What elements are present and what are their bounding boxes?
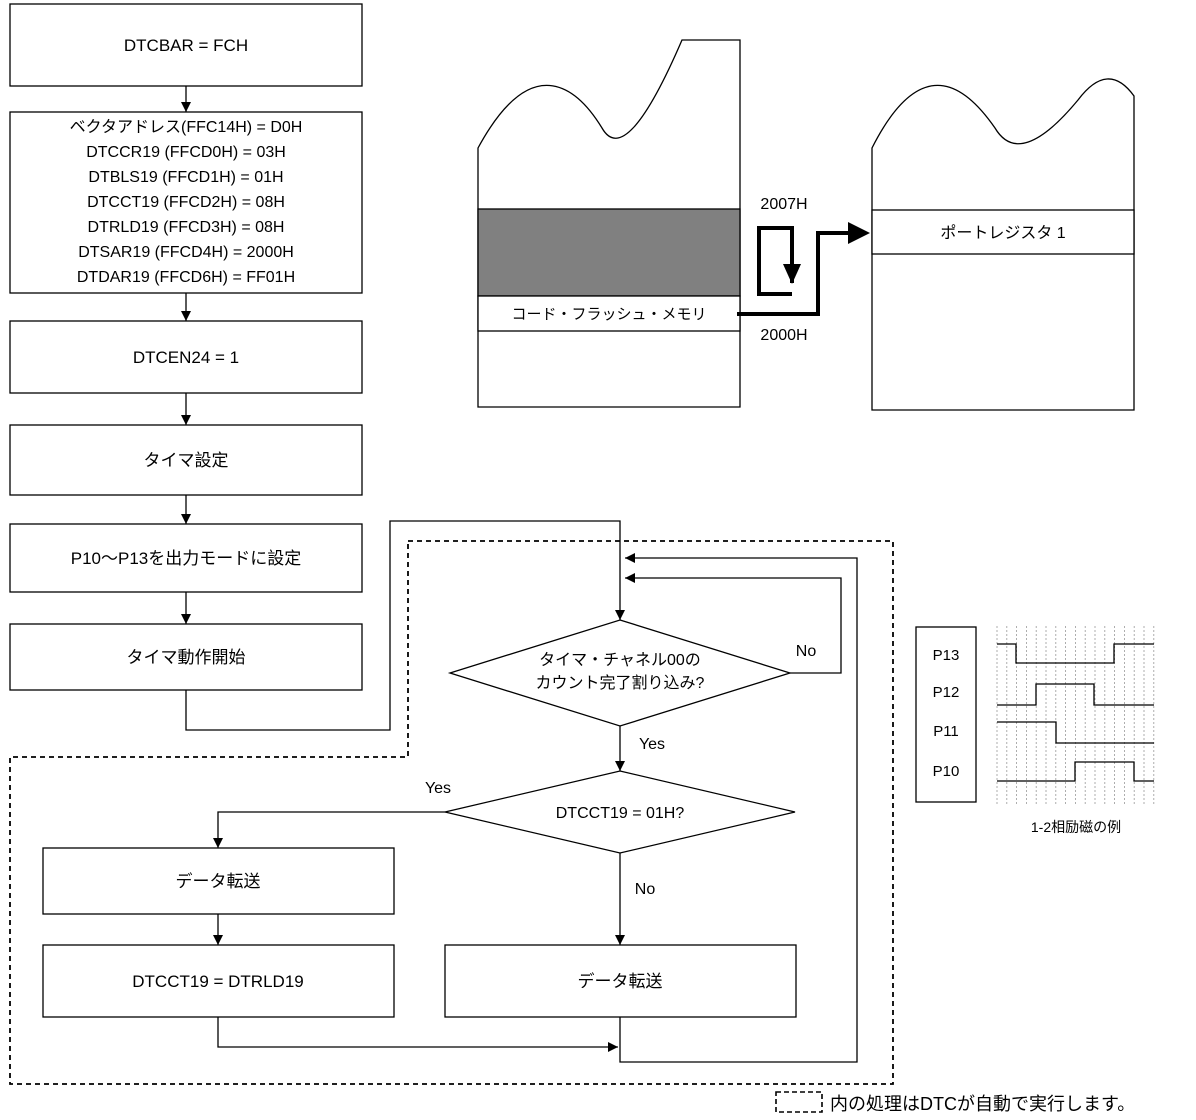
- flash-label: コード・フラッシュ・メモリ: [511, 306, 706, 323]
- shaded-data-region: [477, 208, 741, 297]
- port-register-label: ポートレジスタ 1: [940, 224, 1065, 242]
- count-decision-label: DTCCT19 = 01H?: [556, 805, 685, 822]
- interrupt-line-1: カウント完了割り込み?: [536, 674, 705, 692]
- timing-diagram: P13 P12 P11 P10 1-2相励磁の例: [915, 626, 1155, 835]
- interrupt-decision: [447, 619, 793, 727]
- count-no-label: No: [635, 881, 656, 898]
- setup-flowchart: DTCBAR = FCH ベクタアドレス(FFC14H) = D0H DTCCR…: [9, 3, 625, 731]
- address-bottom-label: 2000H: [760, 327, 807, 344]
- config-line-3: DTCCT19 (FFCD2H) = 08H: [87, 194, 285, 211]
- waveform-p12: [997, 683, 1154, 706]
- interrupt-line-0: タイマ・チャネル00の: [539, 651, 701, 669]
- waveform-p10: [997, 761, 1154, 782]
- dtcbar-box: [9, 3, 363, 87]
- legend: 内の処理はDTCが自動で実行します。: [775, 1091, 1135, 1114]
- return-loop-arrow: [619, 553, 858, 1063]
- reload-box: [42, 944, 395, 1018]
- signal-label-p11: P11: [933, 723, 959, 740]
- pointer-arrowhead: [783, 264, 801, 284]
- pointer-increment-arrow: [757, 226, 794, 296]
- signal-label-p12: P12: [933, 684, 960, 701]
- config-line-6: DTDAR19 (FFCD6H) = FF01H: [77, 269, 295, 286]
- transfer-right-label: データ転送: [578, 971, 663, 991]
- count-yes-label: Yes: [425, 780, 451, 797]
- config-line-4: DTRLD19 (FFCD3H) = 08H: [88, 219, 285, 236]
- interrupt-no-label: No: [796, 643, 817, 660]
- transfer-right-box: [444, 944, 797, 1018]
- transfer-left-box: [42, 847, 395, 915]
- waveform-p11: [997, 721, 1154, 744]
- dtcen-label: DTCEN24 = 1: [133, 348, 239, 367]
- memory-map: コード・フラッシュ・メモリ 2007H 2000H ポートレジスタ 1: [477, 39, 1135, 411]
- waveform-p13: [997, 643, 1154, 664]
- timer-start-label: タイマ動作開始: [127, 648, 246, 667]
- address-top-label: 2007H: [760, 196, 807, 213]
- legend-text: 内の処理はDTCが自動で実行します。: [830, 1094, 1135, 1114]
- reload-label: DTCCT19 = DTRLD19: [132, 972, 303, 991]
- config-line-5: DTSAR19 (FFCD4H) = 2000H: [78, 244, 294, 261]
- transfer-left-label: データ転送: [176, 871, 261, 891]
- transfer-arrow: [737, 231, 852, 316]
- dtcen-box: [9, 320, 363, 394]
- reload-merge-arrow: [217, 1017, 618, 1052]
- signal-label-box: [915, 626, 977, 803]
- config-line-1: DTCCR19 (FFCD0H) = 03H: [86, 144, 286, 161]
- transfer-arrowhead: [848, 222, 870, 244]
- interrupt-no-loop: [625, 573, 842, 674]
- dtc-region-border: [9, 540, 894, 1085]
- signal-label-p13: P13: [933, 647, 960, 664]
- dtcbar-label: DTCBAR = FCH: [124, 36, 248, 55]
- legend-dashed-box: [775, 1091, 823, 1113]
- port-register-row: [871, 209, 1135, 255]
- timer-setup-box: [9, 424, 363, 496]
- dtc-loop-flowchart: タイマ・チャネル00の カウント完了割り込み? No Yes DTCCT19 =…: [42, 553, 858, 1063]
- interrupt-yes-label: Yes: [639, 736, 665, 753]
- signal-label-p10: P10: [933, 763, 960, 780]
- config-line-0: ベクタアドレス(FFC14H) = D0H: [70, 118, 303, 136]
- port-mode-label: P10〜P13を出力モードに設定: [71, 549, 302, 568]
- timer-start-box: [9, 623, 363, 691]
- config-line-2: DTBLS19 (FFCD1H) = 01H: [88, 169, 283, 186]
- connector-to-loop: [185, 520, 625, 731]
- port-mode-box: [9, 523, 363, 593]
- timer-setup-label: タイマ設定: [144, 451, 229, 470]
- count-yes-arrow: [213, 811, 445, 848]
- timing-caption: 1-2相励磁の例: [1031, 819, 1121, 835]
